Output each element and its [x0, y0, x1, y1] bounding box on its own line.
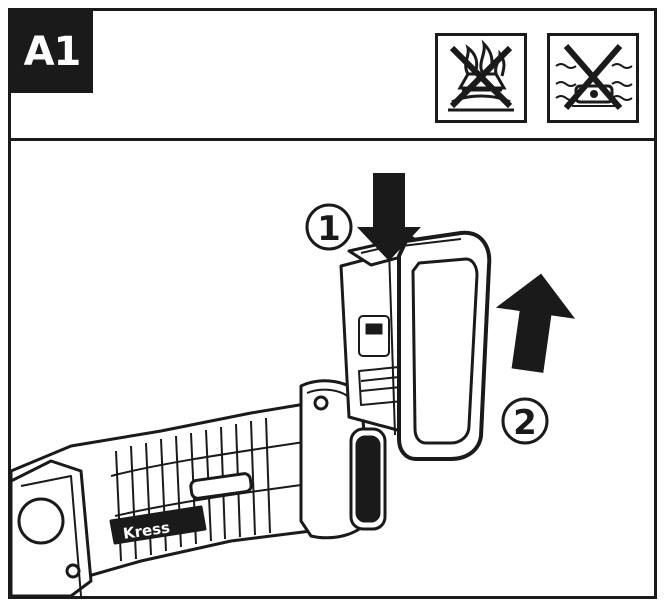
figure-label: A1	[11, 11, 93, 93]
step-1-press-arrow	[357, 173, 421, 261]
step-1-number: 1	[317, 209, 341, 249]
battery-removal-illustration: 1 2 Kress	[11, 141, 654, 596]
step-1-marker: 1	[305, 203, 353, 251]
illustration-canvas: 1 2 Kress	[11, 173, 576, 596]
step-2-marker: 2	[501, 397, 549, 445]
angle-grinder	[11, 379, 387, 596]
step-2-slide-arrow	[495, 273, 576, 373]
figure-header: A1	[11, 11, 654, 141]
no-water-icon	[547, 33, 639, 123]
step-2-number: 2	[513, 403, 537, 443]
no-fire-icon	[435, 33, 527, 123]
instruction-figure: A1	[8, 8, 657, 599]
battery-pack	[339, 230, 492, 461]
